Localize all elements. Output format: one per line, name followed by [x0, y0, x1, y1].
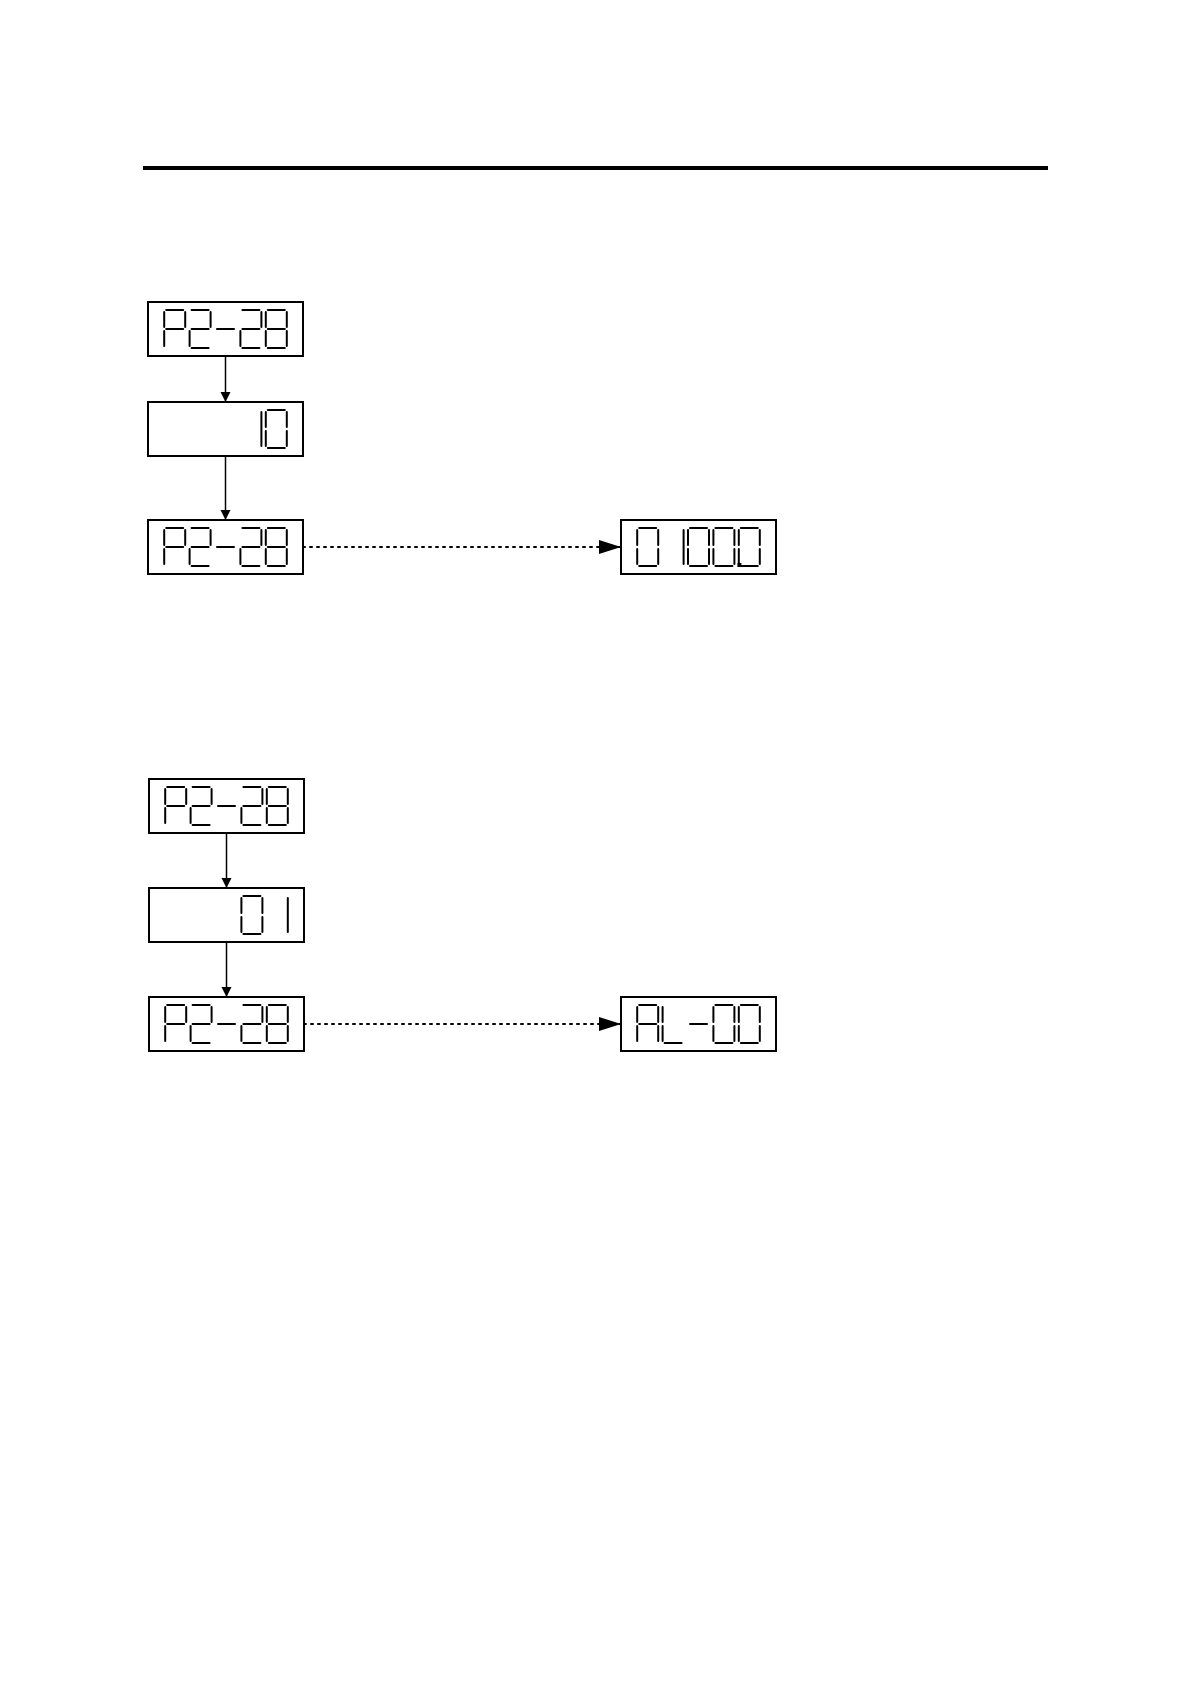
display-frame [149, 888, 304, 942]
display-step-2: 10 [148, 402, 303, 456]
display-step-3: P2-28 [148, 520, 303, 574]
diagrams-layer: P2-2810P2-280100.0P2-2801P2-28AL-00 [148, 302, 776, 1051]
display-result: AL-00 [621, 997, 776, 1051]
display-step-1: P2-28 [149, 779, 304, 833]
flow-diagram-1: P2-2810P2-280100.0 [148, 302, 776, 574]
flow-diagram-2: P2-2801P2-28AL-00 [149, 779, 776, 1051]
display-step-2: 01 [149, 888, 304, 942]
display-result: 0100.0 [621, 520, 776, 574]
display-step-1: P2-28 [148, 302, 303, 356]
display-step-3: P2-28 [149, 997, 304, 1051]
